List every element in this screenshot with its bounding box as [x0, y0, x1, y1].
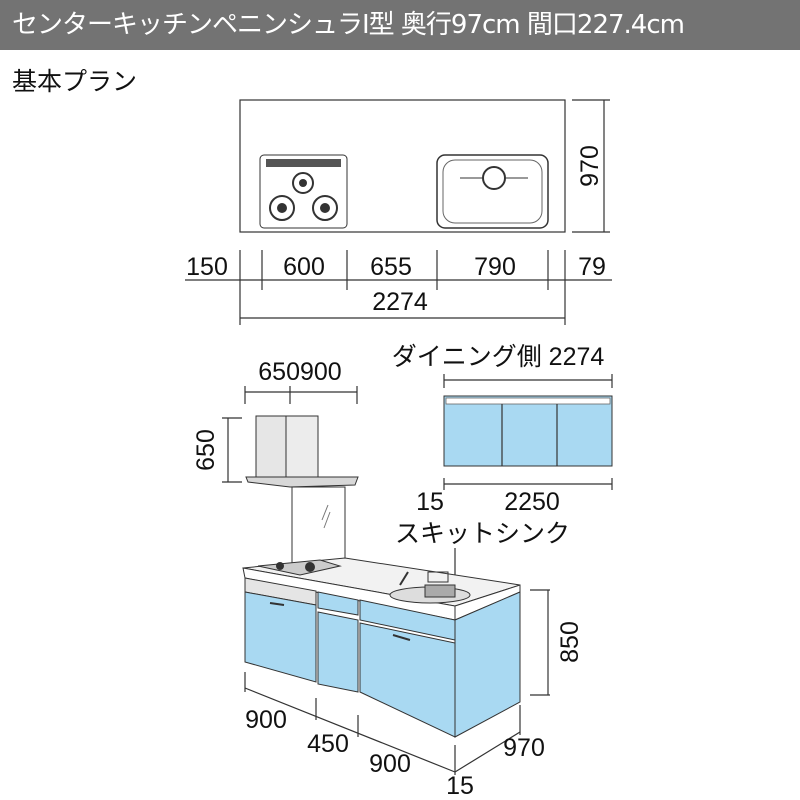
cabinet-width-label: 900 [369, 750, 411, 778]
segment-label: 790 [474, 253, 516, 281]
cabinet-width-label: 450 [307, 730, 349, 758]
width-dimensions: 150 600 655 790 79 2274 [185, 250, 612, 325]
page-header: センターキッチンペニンシュラI型 奥行97cm 間口227.4cm [0, 0, 800, 50]
sink-label: スキットシンク [395, 520, 570, 548]
kitchen-unit [242, 557, 521, 738]
faucet-icon [399, 571, 409, 586]
segment-label: 655 [370, 253, 412, 281]
stove-icon [257, 559, 342, 576]
unit-depth-label: 970 [503, 734, 545, 762]
cabinet-width-label: 15 [446, 772, 474, 800]
depth-dimension: 970 [572, 99, 610, 233]
cabinet-drawer [317, 591, 359, 616]
segment-label: 79 [578, 253, 606, 281]
cabinet-width-label: 900 [245, 706, 287, 734]
hood-width-label: 650900 [258, 358, 341, 386]
segment-label: 600 [283, 253, 325, 281]
glass-panel [291, 486, 346, 566]
cabinet-door [317, 611, 359, 693]
hood-height-label: 650 [192, 429, 220, 471]
segment-label: 150 [186, 253, 228, 281]
range-hood: 650900 650 [192, 358, 359, 566]
cabinet-door [244, 591, 317, 683]
dining-dim-label: 2250 [504, 488, 560, 516]
dining-side-label: ダイニング側 2274 [392, 343, 605, 371]
section-title: 基本プラン [12, 67, 138, 96]
plan-depth-label: 970 [576, 145, 604, 187]
side-panel [454, 591, 521, 738]
plan-view: 970 150 600 655 790 79 2274 [185, 99, 612, 325]
cooktop-icon [259, 154, 348, 229]
total-width-label: 2274 [372, 288, 428, 316]
height-label: 850 [556, 621, 584, 663]
sink-icon [436, 154, 549, 229]
dining-side-view: ダイニング側 2274 15 2250 [392, 343, 613, 516]
dining-dim-label: 15 [416, 488, 444, 516]
